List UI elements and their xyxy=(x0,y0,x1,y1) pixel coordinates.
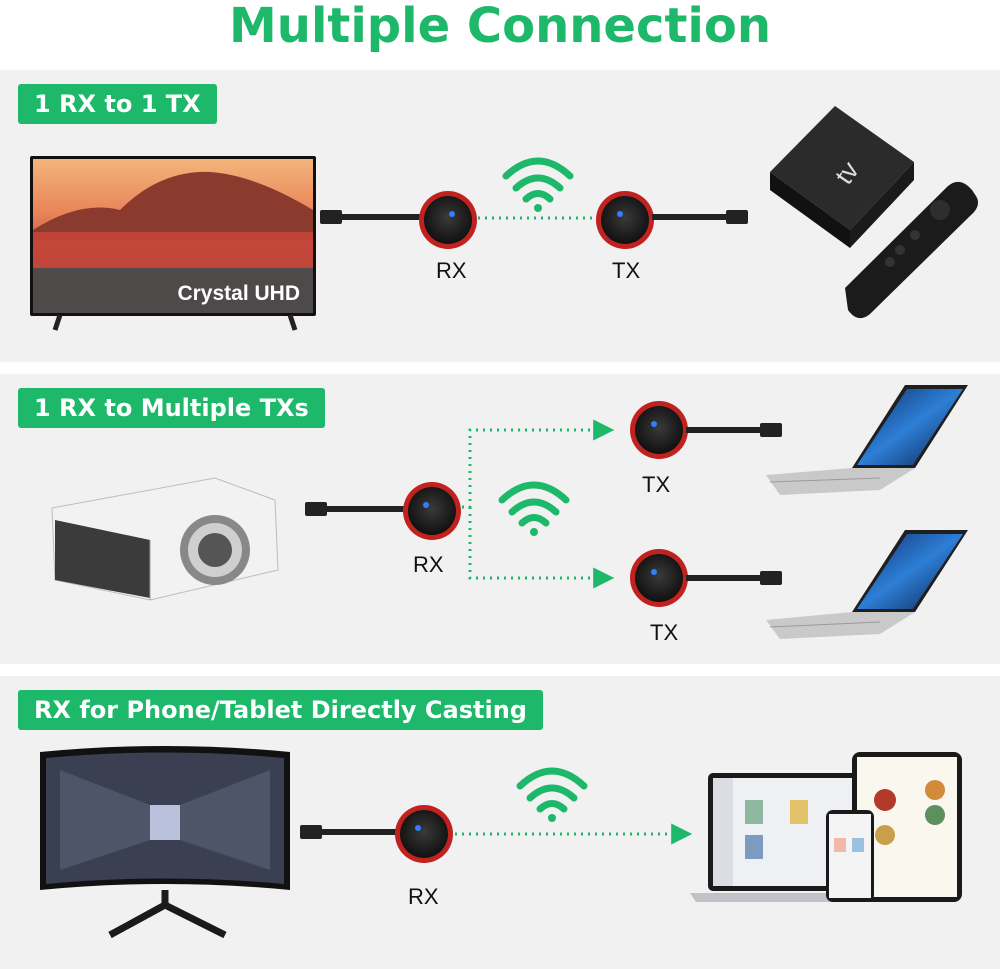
dongle-icon xyxy=(596,191,748,249)
dongle-icon xyxy=(630,401,782,459)
section-3-badge: RX for Phone/Tablet Directly Casting xyxy=(18,690,543,730)
wifi-icon xyxy=(516,767,588,822)
monitor-icon xyxy=(40,746,290,939)
dongle-icon xyxy=(320,191,477,249)
tx-label: TX xyxy=(612,258,641,283)
laptop-icon xyxy=(766,385,968,495)
phone-icon xyxy=(826,810,874,902)
section-1-badge: 1 RX to 1 TX xyxy=(18,84,217,124)
rx-label: RX xyxy=(436,258,467,283)
dongle-icon xyxy=(300,805,453,863)
tv-screen-text: Crystal UHD xyxy=(177,282,300,305)
rx-label: RX xyxy=(413,552,444,577)
dongle-icon xyxy=(305,482,461,540)
laptop-icon xyxy=(766,530,968,639)
page-title: Multiple Connection xyxy=(229,0,771,54)
tv-icon: Crystal UHD xyxy=(30,156,316,331)
section-2-badge: 1 RX to Multiple TXs xyxy=(18,388,325,428)
projector-icon xyxy=(51,477,279,601)
remote-icon xyxy=(845,181,978,319)
rx-label: RX xyxy=(408,884,439,909)
tv-box-icon: tv xyxy=(770,106,914,248)
tx-top-label: TX xyxy=(642,472,671,497)
tx-bottom-label: TX xyxy=(650,620,679,645)
wifi-icon xyxy=(502,157,574,212)
dongle-icon xyxy=(630,549,782,607)
wifi-icon xyxy=(498,481,570,536)
tablet-icon xyxy=(852,752,962,902)
